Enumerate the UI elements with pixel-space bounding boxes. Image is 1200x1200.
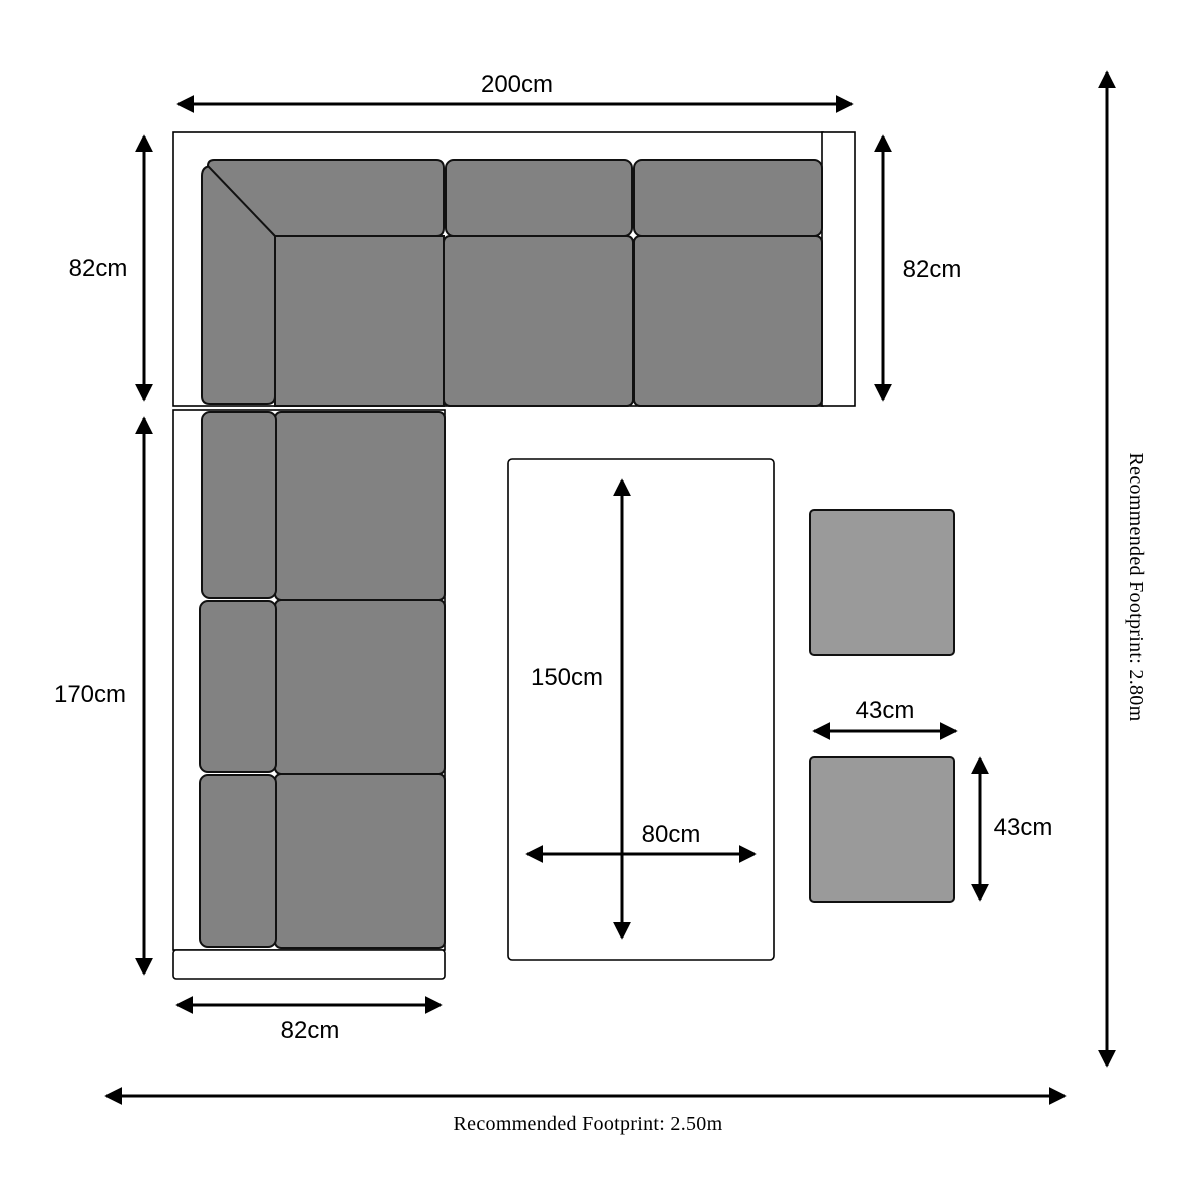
stool-width-label: 43cm bbox=[856, 697, 915, 724]
stool-depth-label: 43cm bbox=[994, 814, 1053, 841]
top-back-cushion-3 bbox=[633, 159, 823, 237]
corner-back-cushion-side bbox=[201, 164, 276, 405]
footprint-width-label: Recommended Footprint: 2.50m bbox=[454, 1113, 723, 1135]
side-sofa-armrest bbox=[172, 949, 446, 980]
side-seat-cushion-3 bbox=[274, 773, 446, 949]
top-sofa-section bbox=[172, 131, 856, 407]
top-depth-left-label: 82cm bbox=[69, 255, 128, 282]
side-length-label: 170cm bbox=[54, 681, 126, 708]
top-back-cushion-2 bbox=[445, 159, 633, 237]
side-back-cushion-1 bbox=[201, 411, 277, 599]
top-depth-right-label: 82cm bbox=[903, 256, 962, 283]
side-seat-cushion-2 bbox=[274, 599, 446, 775]
stool-1 bbox=[809, 509, 955, 656]
table-length-label: 150cm bbox=[531, 664, 603, 691]
top-seat-cushion-3 bbox=[633, 235, 823, 407]
side-seat-cushion-1 bbox=[274, 411, 446, 601]
side-back-cushion-2 bbox=[199, 600, 277, 773]
side-back-cushion-3 bbox=[199, 774, 277, 948]
stool-2 bbox=[809, 756, 955, 903]
top-seat-cushion-2 bbox=[443, 235, 634, 407]
side-width-label: 82cm bbox=[281, 1017, 340, 1044]
side-sofa-section bbox=[172, 409, 446, 980]
corner-seat-cushion bbox=[274, 235, 445, 407]
top-width-label: 200cm bbox=[481, 71, 553, 98]
top-sofa-armrest bbox=[821, 131, 856, 407]
footprint-depth-label: Recommended Footprint: 2.80m bbox=[1125, 453, 1147, 722]
coffee-table bbox=[507, 458, 775, 961]
corner-back-cushion-top bbox=[206, 159, 445, 237]
table-width-label: 80cm bbox=[642, 821, 701, 848]
